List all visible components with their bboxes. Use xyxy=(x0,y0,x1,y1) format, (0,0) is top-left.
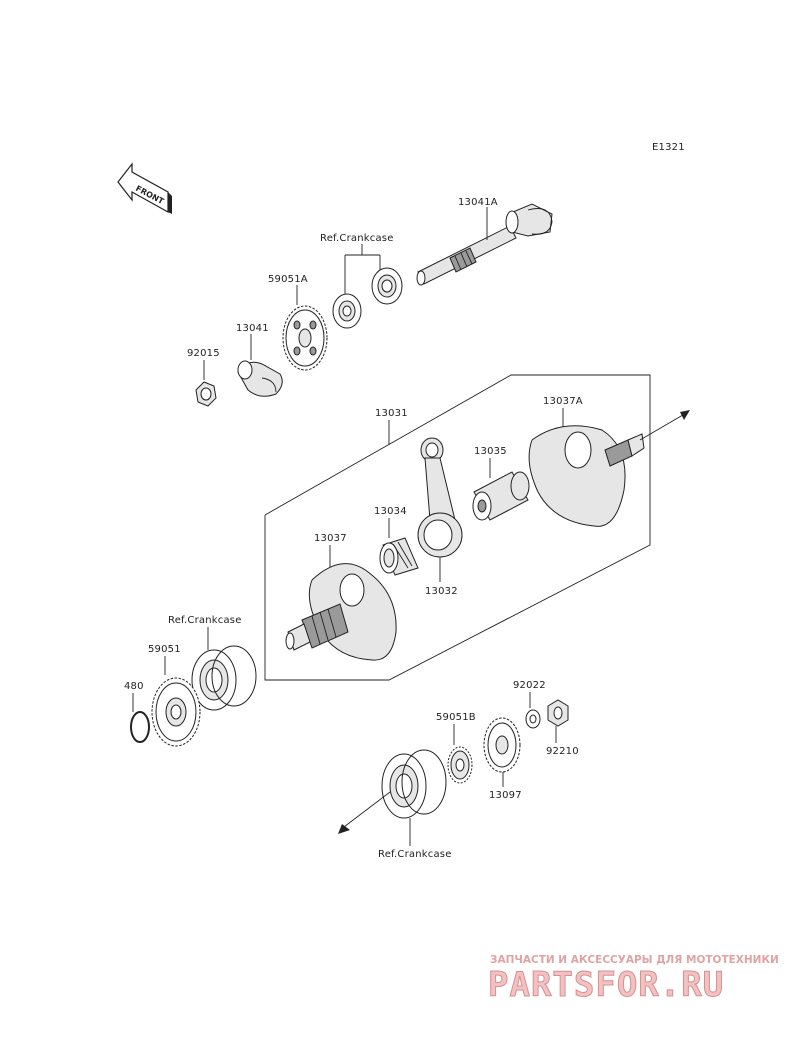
label-ref-crankcase-bottom[interactable]: Ref.Crankcase xyxy=(378,849,452,860)
label-13032[interactable]: 13032 xyxy=(425,586,458,597)
balancer-shaft-13041A[interactable] xyxy=(416,203,553,286)
weight-13041[interactable] xyxy=(237,360,283,397)
gear-13097[interactable] xyxy=(483,717,521,773)
bearing-bottom[interactable] xyxy=(381,749,447,819)
label-59051A[interactable]: 59051A xyxy=(268,274,308,285)
label-13097[interactable]: 13097 xyxy=(489,790,522,801)
nut-92015[interactable] xyxy=(195,381,217,407)
watermark: ЗАПЧАСТИ И АКСЕССУАРЫ ДЛЯ МОТОТЕХНИКИ PA… xyxy=(488,954,779,1006)
diagram-code: E1321 xyxy=(652,142,685,153)
label-ref-crankcase-top[interactable]: Ref.Crankcase xyxy=(320,233,394,244)
circlip-480[interactable] xyxy=(130,711,150,743)
label-ref-crankcase-mid[interactable]: Ref.Crankcase xyxy=(168,615,242,626)
label-13031[interactable]: 13031 xyxy=(375,408,408,419)
washer-92022[interactable] xyxy=(525,709,541,729)
bearing-top-left[interactable] xyxy=(332,293,362,329)
gear-59051B[interactable] xyxy=(447,746,473,784)
crank-half-13037A[interactable] xyxy=(528,425,645,527)
label-92022[interactable]: 92022 xyxy=(513,680,546,691)
label-59051[interactable]: 59051 xyxy=(148,644,181,655)
bearing-top-right[interactable] xyxy=(371,267,403,305)
label-92210[interactable]: 92210 xyxy=(546,746,579,757)
label-13034[interactable]: 13034 xyxy=(374,506,407,517)
nut-92210[interactable] xyxy=(547,699,569,727)
label-92015[interactable]: 92015 xyxy=(187,348,220,359)
gear-59051[interactable] xyxy=(151,677,201,747)
label-13035[interactable]: 13035 xyxy=(474,446,507,457)
label-480[interactable]: 480 xyxy=(124,681,144,692)
watermark-caption: ЗАПЧАСТИ И АКСЕССУАРЫ ДЛЯ МОТОТЕХНИКИ xyxy=(490,954,779,966)
bearing-mid[interactable] xyxy=(191,645,257,711)
front-arrow-icon: FRONT xyxy=(117,162,172,214)
label-13041[interactable]: 13041 xyxy=(236,323,269,334)
label-59051B[interactable]: 59051B xyxy=(436,712,476,723)
gear-59051A[interactable] xyxy=(282,305,328,371)
connecting-rod-13032[interactable] xyxy=(417,437,463,558)
crank-half-13037[interactable] xyxy=(285,563,397,661)
watermark-brand: PARTSFOR.RU xyxy=(488,965,724,1005)
needle-bearing-13034[interactable] xyxy=(379,537,419,576)
label-13037[interactable]: 13037 xyxy=(314,533,347,544)
label-13041A[interactable]: 13041A xyxy=(458,197,498,208)
label-13037A[interactable]: 13037A xyxy=(543,396,583,407)
crank-pin-13035[interactable] xyxy=(472,471,530,521)
